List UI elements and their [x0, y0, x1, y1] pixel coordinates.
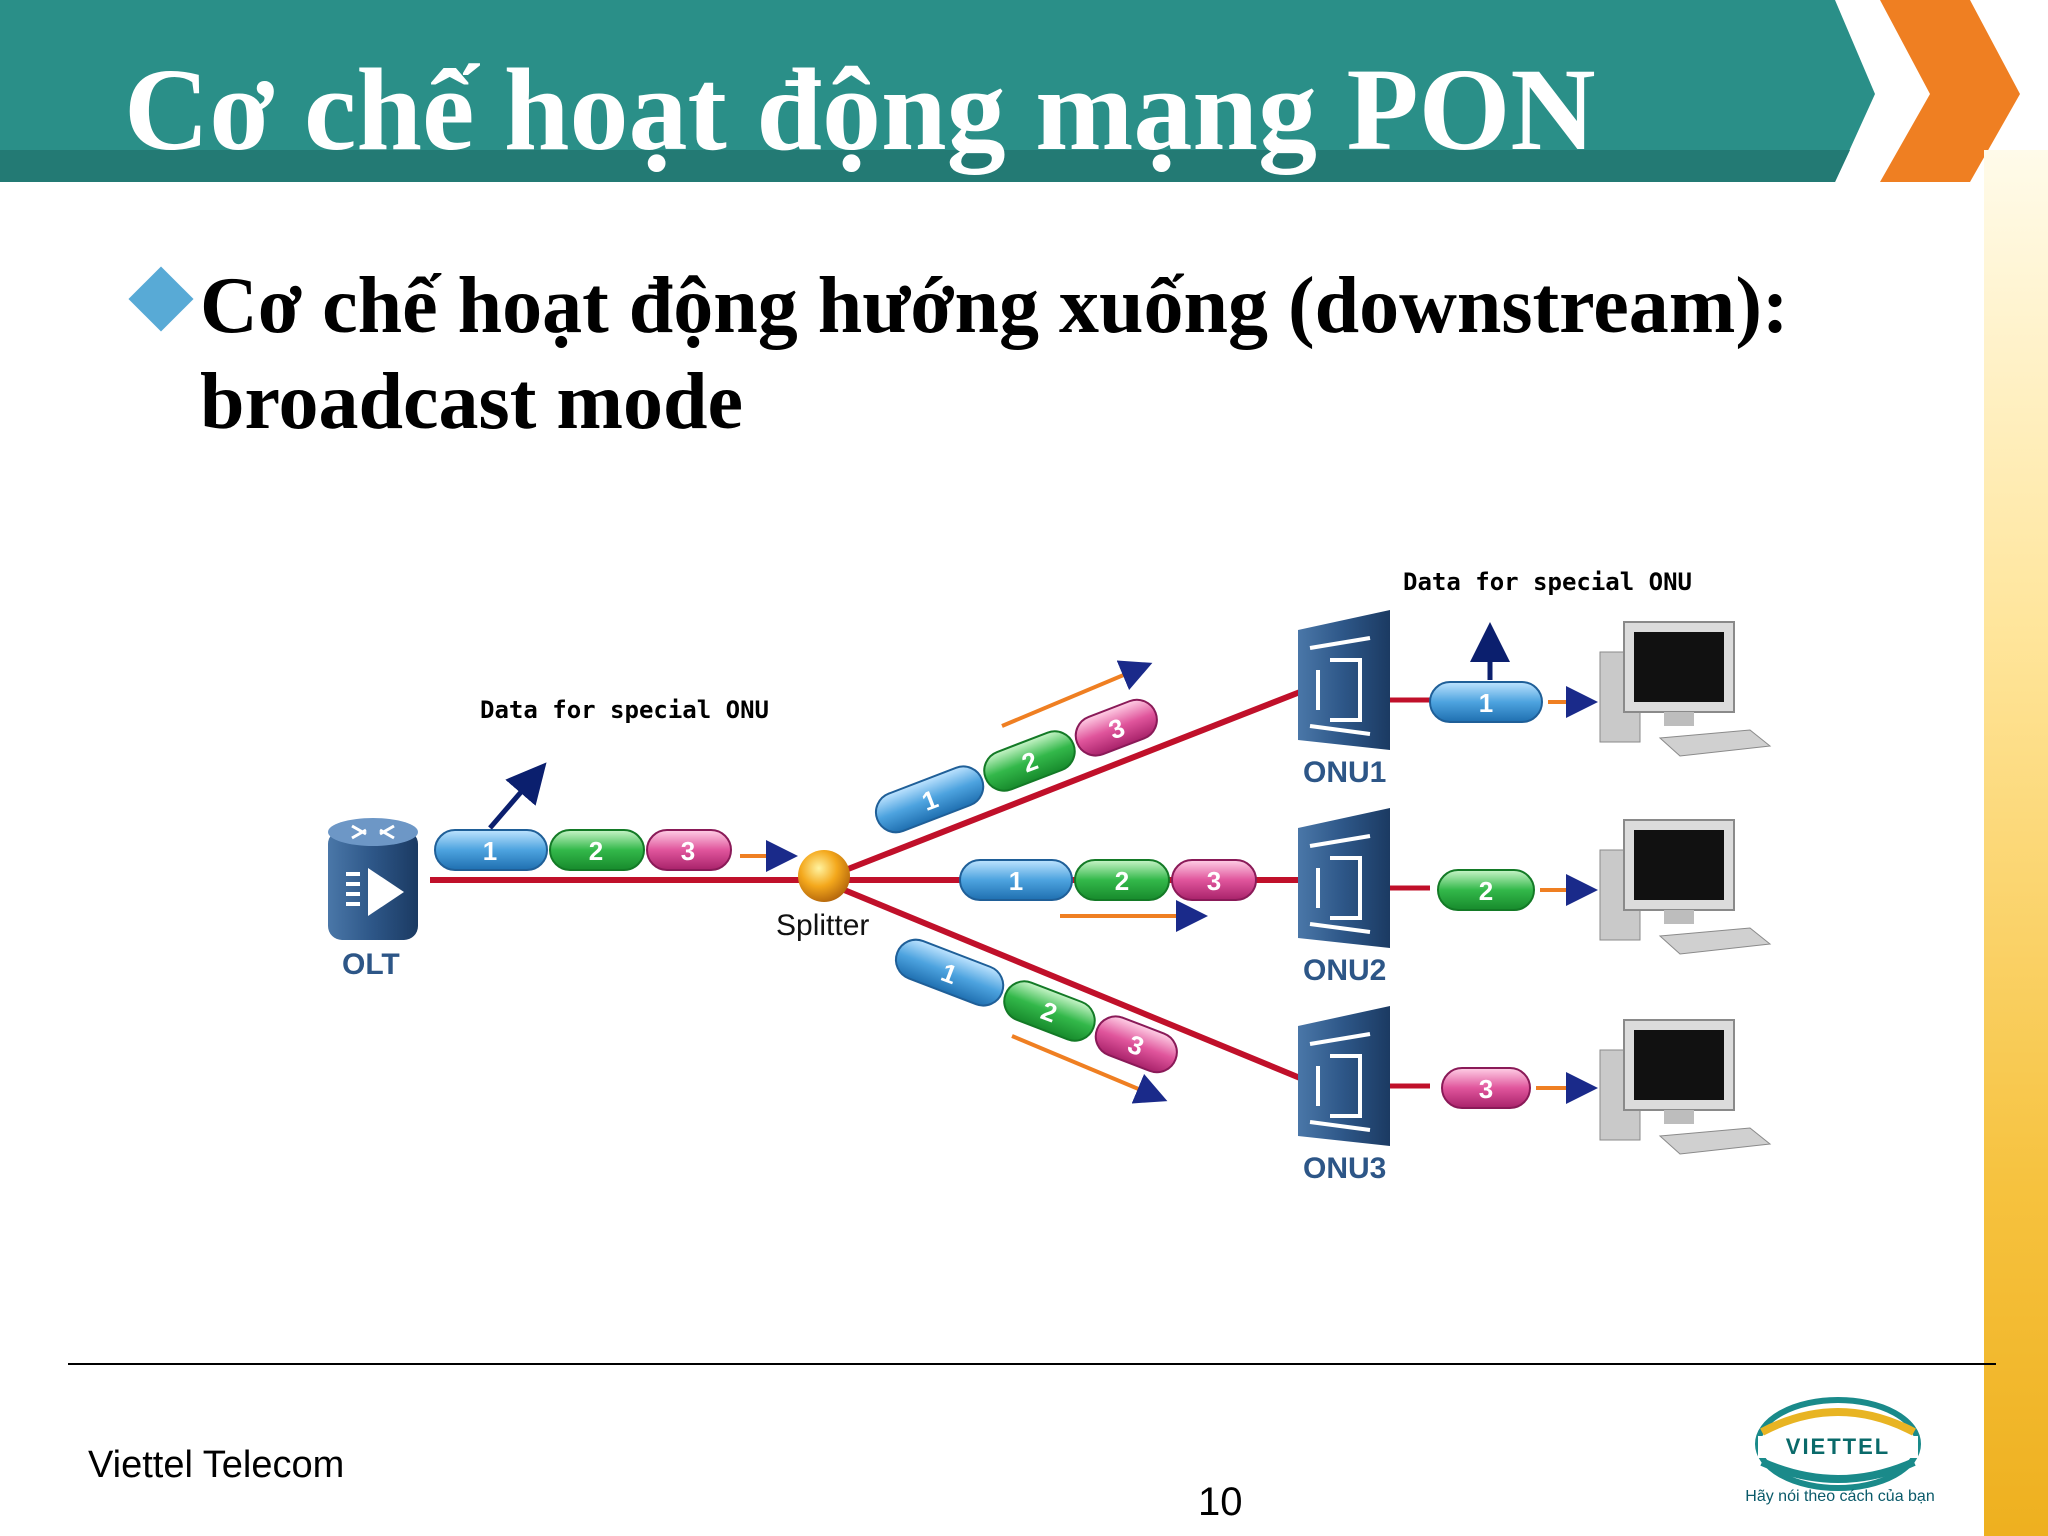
slide-title: Cơ chế hoạt động mạng PON	[124, 44, 1596, 175]
splitter-label: Splitter	[776, 909, 869, 942]
packet-number: 2	[1479, 876, 1493, 906]
packet-number: 1	[1009, 866, 1023, 896]
onu2-label: ONU2	[1303, 954, 1386, 987]
fiber-lines	[430, 689, 1430, 1089]
onu3-icon	[1298, 1006, 1390, 1146]
olt-label: OLT	[342, 948, 400, 981]
data-note-left: Data for special ONU	[480, 696, 769, 724]
logo-tagline: Hãy nói theo cách của bạn	[1745, 1488, 1935, 1505]
computer-icon	[1599, 819, 1772, 955]
delivered-packet-2	[1437, 869, 1535, 911]
main-packets: 1 2 3	[434, 829, 798, 872]
header-bar	[0, 0, 1880, 188]
delivered-packet-3	[1441, 1067, 1531, 1109]
packet-number: 1	[483, 836, 497, 866]
lower-branch-packets: 1 2 3	[894, 938, 1178, 1074]
packet-number: 3	[681, 836, 695, 866]
delivered-packet-1	[1429, 681, 1543, 723]
page-number: 10	[1198, 1480, 1243, 1524]
packet-number: 2	[589, 836, 603, 866]
upper-branch-packets: 1 2 3	[874, 698, 1158, 834]
side-gradient-band	[1984, 150, 2048, 1536]
viettel-logo-icon: VIETTEL	[1755, 1397, 1921, 1491]
diamond-bullet-icon	[128, 266, 194, 332]
data-note-right: Data for special ONU	[1403, 568, 1692, 596]
onu2-icon	[1298, 808, 1390, 948]
svg-text:VIETTEL: VIETTEL	[1786, 1434, 1890, 1459]
packet-number: 1	[1479, 688, 1493, 718]
chevron-orange-icon	[1880, 0, 2020, 182]
packet-number: 2	[1115, 866, 1129, 896]
olt-icon	[328, 818, 418, 940]
onu1-label: ONU1	[1303, 756, 1386, 789]
computer-icon	[1599, 1019, 1772, 1155]
onu3-label: ONU3	[1303, 1152, 1386, 1185]
packet-number: 3	[1207, 866, 1221, 896]
pon-downstream-diagram: OLT 1 2 3 Data for special ONU Splitter …	[328, 568, 1772, 1185]
footer-divider	[68, 1363, 1996, 1365]
onu1-icon	[1298, 610, 1390, 750]
packet-number: 3	[1479, 1074, 1493, 1104]
footer-company: Viettel Telecom	[88, 1444, 345, 1486]
bullet-text-line2: broadcast mode	[200, 358, 743, 446]
splitter-icon	[798, 850, 850, 902]
middle-branch-packets: 1 2 3	[959, 859, 1257, 932]
computer-icon	[1599, 621, 1772, 757]
bullet-text-line1: Cơ chế hoạt động hướng xuống (downstream…	[200, 262, 1789, 350]
